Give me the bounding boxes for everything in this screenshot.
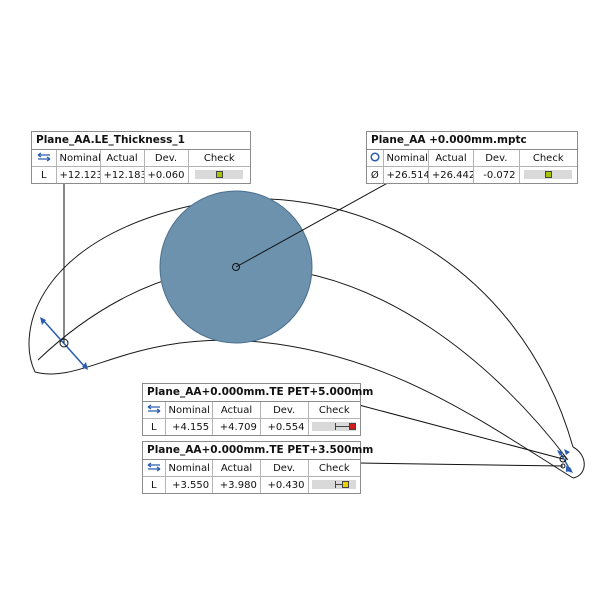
dev-value: +0.554 <box>260 418 309 435</box>
label-title: Plane_AA +0.000mm.mptc <box>367 132 577 150</box>
actual-value: +4.709 <box>212 418 261 435</box>
table-row: Ø +26.514 +26.442 -0.072 <box>367 166 577 184</box>
header-check: Check <box>188 150 250 167</box>
header-nominal: Nominal <box>56 150 101 167</box>
dev-value: +0.060 <box>144 166 189 183</box>
check-indicator <box>312 422 357 431</box>
dev-value: -0.072 <box>473 166 520 183</box>
nominal-value: +3.550 <box>165 476 214 493</box>
table-row: L +12.123 +12.183 +0.060 <box>32 166 250 184</box>
check-indicator <box>312 480 357 489</box>
header-nominal: Nominal <box>383 150 429 167</box>
nominal-value: +4.155 <box>165 418 214 435</box>
header-nominal: Nominal <box>165 460 214 477</box>
table-row: L +3.550 +3.980 +0.430 <box>143 476 360 494</box>
table-row: L +4.155 +4.709 +0.554 <box>143 418 360 436</box>
check-cell <box>188 167 250 184</box>
actual-value: +26.442 <box>428 166 475 183</box>
header-actual: Actual <box>100 150 145 167</box>
header-actual: Actual <box>428 150 475 167</box>
check-cell <box>308 419 360 436</box>
row-prefix: L <box>32 166 57 183</box>
leader-line-mptc <box>235 179 394 268</box>
header-dev: Dev. <box>260 402 309 419</box>
label-te-pet-3-5mm[interactable]: Plane_AA+0.000mm.TE PET+3.500mm Nominal … <box>142 441 373 494</box>
deviation-whisker-end <box>335 481 337 488</box>
header-actual: Actual <box>212 460 261 477</box>
check-status-marker <box>216 171 224 178</box>
header-actual: Actual <box>212 402 261 419</box>
row-prefix: Ø <box>367 166 384 183</box>
circle-center-marker <box>232 263 240 271</box>
airfoil-trailing-edge <box>572 446 585 479</box>
actual-value: +3.980 <box>212 476 261 493</box>
actual-value: +12.183 <box>100 166 145 183</box>
te-thickness-dimension[interactable] <box>557 449 573 473</box>
airfoil-pressure-side <box>34 339 574 479</box>
deviation-whisker <box>334 426 353 427</box>
label-mptc[interactable]: Plane_AA +0.000mm.mptc Nominal Actual De… <box>366 131 578 184</box>
check-indicator <box>524 170 573 179</box>
leader-line-te-5mm <box>358 404 564 460</box>
header-check: Check <box>519 150 577 167</box>
label-le-thickness[interactable]: Plane_AA.LE_Thickness_1 Nominal Actual D… <box>31 131 251 184</box>
header-check: Check <box>308 460 360 477</box>
thickness-arrows-icon <box>143 402 166 419</box>
check-cell <box>308 477 360 494</box>
row-prefix: L <box>143 418 166 435</box>
dev-value: +0.430 <box>260 476 309 493</box>
label-title: Plane_AA+0.000mm.TE PET+5.000mm <box>143 384 373 402</box>
thickness-arrows-icon <box>32 150 57 167</box>
header-dev: Dev. <box>260 460 309 477</box>
row-prefix: L <box>143 476 166 493</box>
circle-icon <box>367 150 384 167</box>
label-title: Plane_AA+0.000mm.TE PET+3.500mm <box>143 442 373 460</box>
leader-line-te-3-5mm <box>358 462 564 467</box>
label-te-pet-5mm[interactable]: Plane_AA+0.000mm.TE PET+5.000mm Nominal … <box>142 383 373 436</box>
deviation-whisker-end <box>335 423 337 430</box>
nominal-value: +12.123 <box>56 166 101 183</box>
header-dev: Dev. <box>144 150 189 167</box>
check-cell <box>519 167 577 184</box>
header-dev: Dev. <box>473 150 520 167</box>
check-status-marker <box>349 423 357 430</box>
deviation-whisker <box>334 484 346 485</box>
header-nominal: Nominal <box>165 402 214 419</box>
nominal-value: +26.514 <box>383 166 429 183</box>
check-status-marker <box>342 481 350 488</box>
header-check: Check <box>308 402 360 419</box>
check-status-marker <box>545 171 553 178</box>
label-title: Plane_AA.LE_Thickness_1 <box>32 132 250 150</box>
check-indicator <box>195 170 244 179</box>
thickness-arrows-icon <box>143 460 166 477</box>
